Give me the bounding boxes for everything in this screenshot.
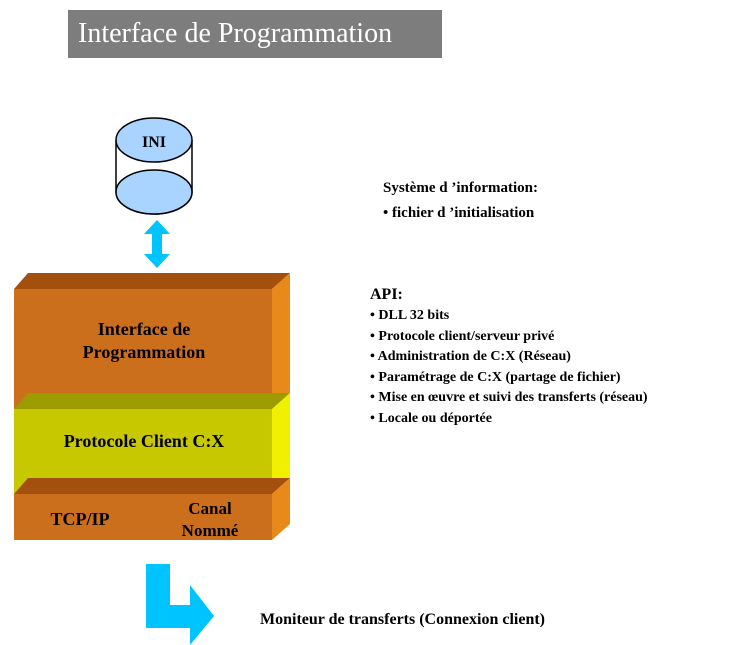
monitor-label: Moniteur de transferts (Connexion client… bbox=[260, 611, 545, 628]
api-item: • DLL 32 bits bbox=[370, 308, 450, 323]
api-list: • DLL 32 bits • Protocole client/serveur… bbox=[370, 306, 648, 429]
page-title: Interface de Programmation bbox=[68, 10, 442, 58]
cylinder-bottom bbox=[115, 169, 193, 215]
api-item: • Administration de C:X (Réseau) bbox=[370, 349, 571, 364]
ini-database-icon: INI bbox=[115, 117, 193, 215]
api-item: • Locale ou déportée bbox=[370, 410, 492, 426]
info-item: • fichier d ’initialisation bbox=[383, 205, 535, 221]
monitor-arrow-icon bbox=[146, 564, 214, 645]
tcpip-label: TCP/IP bbox=[50, 509, 110, 529]
cylinder-top bbox=[115, 117, 193, 163]
info-system-title: Système d ’information: bbox=[383, 180, 538, 196]
api-item: • Mise en œuvre et suivi des transferts … bbox=[370, 390, 648, 405]
interface-label: Interface de Programmation bbox=[82, 319, 206, 362]
double-arrow-icon bbox=[144, 220, 170, 268]
api-item: • Protocole client/serveur privé bbox=[370, 328, 555, 344]
transport-block bbox=[14, 478, 290, 540]
ini-label: INI bbox=[142, 134, 166, 151]
api-item: • Paramétrage de C:X (partage de fichier… bbox=[370, 369, 621, 385]
api-title: API: bbox=[370, 286, 403, 303]
interface-block bbox=[14, 273, 290, 409]
canal-label: Canal Nommé bbox=[181, 499, 239, 540]
protocol-label: Protocole Client C:X bbox=[63, 431, 225, 451]
